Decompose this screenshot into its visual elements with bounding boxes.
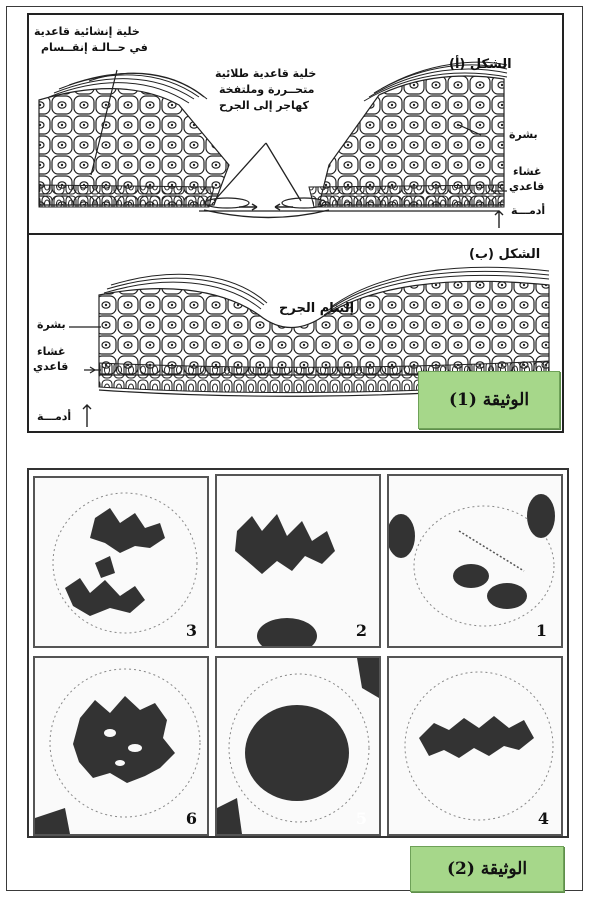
mitosis-panel-3: 3 [33, 476, 209, 648]
figure-b-epidermis-label: بشرة [37, 318, 66, 332]
migrating-cells-label-line2: متحــررة وملتفخة [219, 83, 314, 97]
interphase-drawing [217, 658, 379, 834]
panel-number-5: 5 [356, 809, 367, 828]
figure-b-basal-label-line1: غشاء [37, 345, 65, 359]
figure-b-basal-label-line2: قاعدي [33, 360, 68, 374]
document-1-badge: الوثيقة (1) [418, 371, 560, 429]
panel-number-1: 1 [536, 621, 547, 640]
migrating-cells-label-line3: كهاجر إلى الجرح [219, 99, 309, 113]
panel-number-4: 4 [538, 809, 549, 828]
figure-b-title: الشكل (ب) [469, 247, 540, 263]
dividing-cell-label-line2: في حــالـة إنقــسام [41, 41, 148, 55]
panel-number-6: 6 [186, 809, 197, 828]
metaphase-drawing [217, 476, 379, 646]
mitosis-panel-4: 4 [387, 656, 563, 836]
panel-number-3: 3 [186, 621, 197, 640]
mitosis-panel-2: 2 [215, 474, 381, 648]
document-1-figure: الشكل (أ) خلية إنشائية قاعدية في حــالـة… [27, 13, 564, 433]
metaphase-side-drawing [389, 658, 561, 834]
figure-a-title: الشكل (أ) [449, 57, 512, 73]
prophase-drawing [35, 658, 207, 834]
figure-a-basal-label-line2: قاعدي [509, 180, 544, 194]
anaphase-drawing [35, 478, 207, 646]
document-2-micrographs: 3 2 1 [27, 468, 569, 838]
wound-healing-label: إلتنام الجرح [279, 301, 354, 317]
figure-b-dermis-label: أدمـــة [37, 410, 71, 424]
mitosis-panel-1: 1 [387, 474, 563, 648]
mitosis-panel-6: 6 [33, 656, 209, 836]
figure-a-dermis-label: أدمـــة [511, 204, 545, 218]
panel-number-2: 2 [356, 621, 367, 640]
dividing-cell-label-line1: خلية إنشائية قاعدية [34, 25, 140, 39]
document-2-badge: الوثيقة (2) [410, 846, 564, 892]
migrating-cells-label-line1: خلية قاعدية طلائية [215, 67, 316, 81]
mitosis-panel-5: 5 [215, 656, 381, 836]
figure-a-basal-label-line1: غشاء [513, 165, 541, 179]
figure-a-epidermis-label: بشرة [509, 128, 538, 142]
